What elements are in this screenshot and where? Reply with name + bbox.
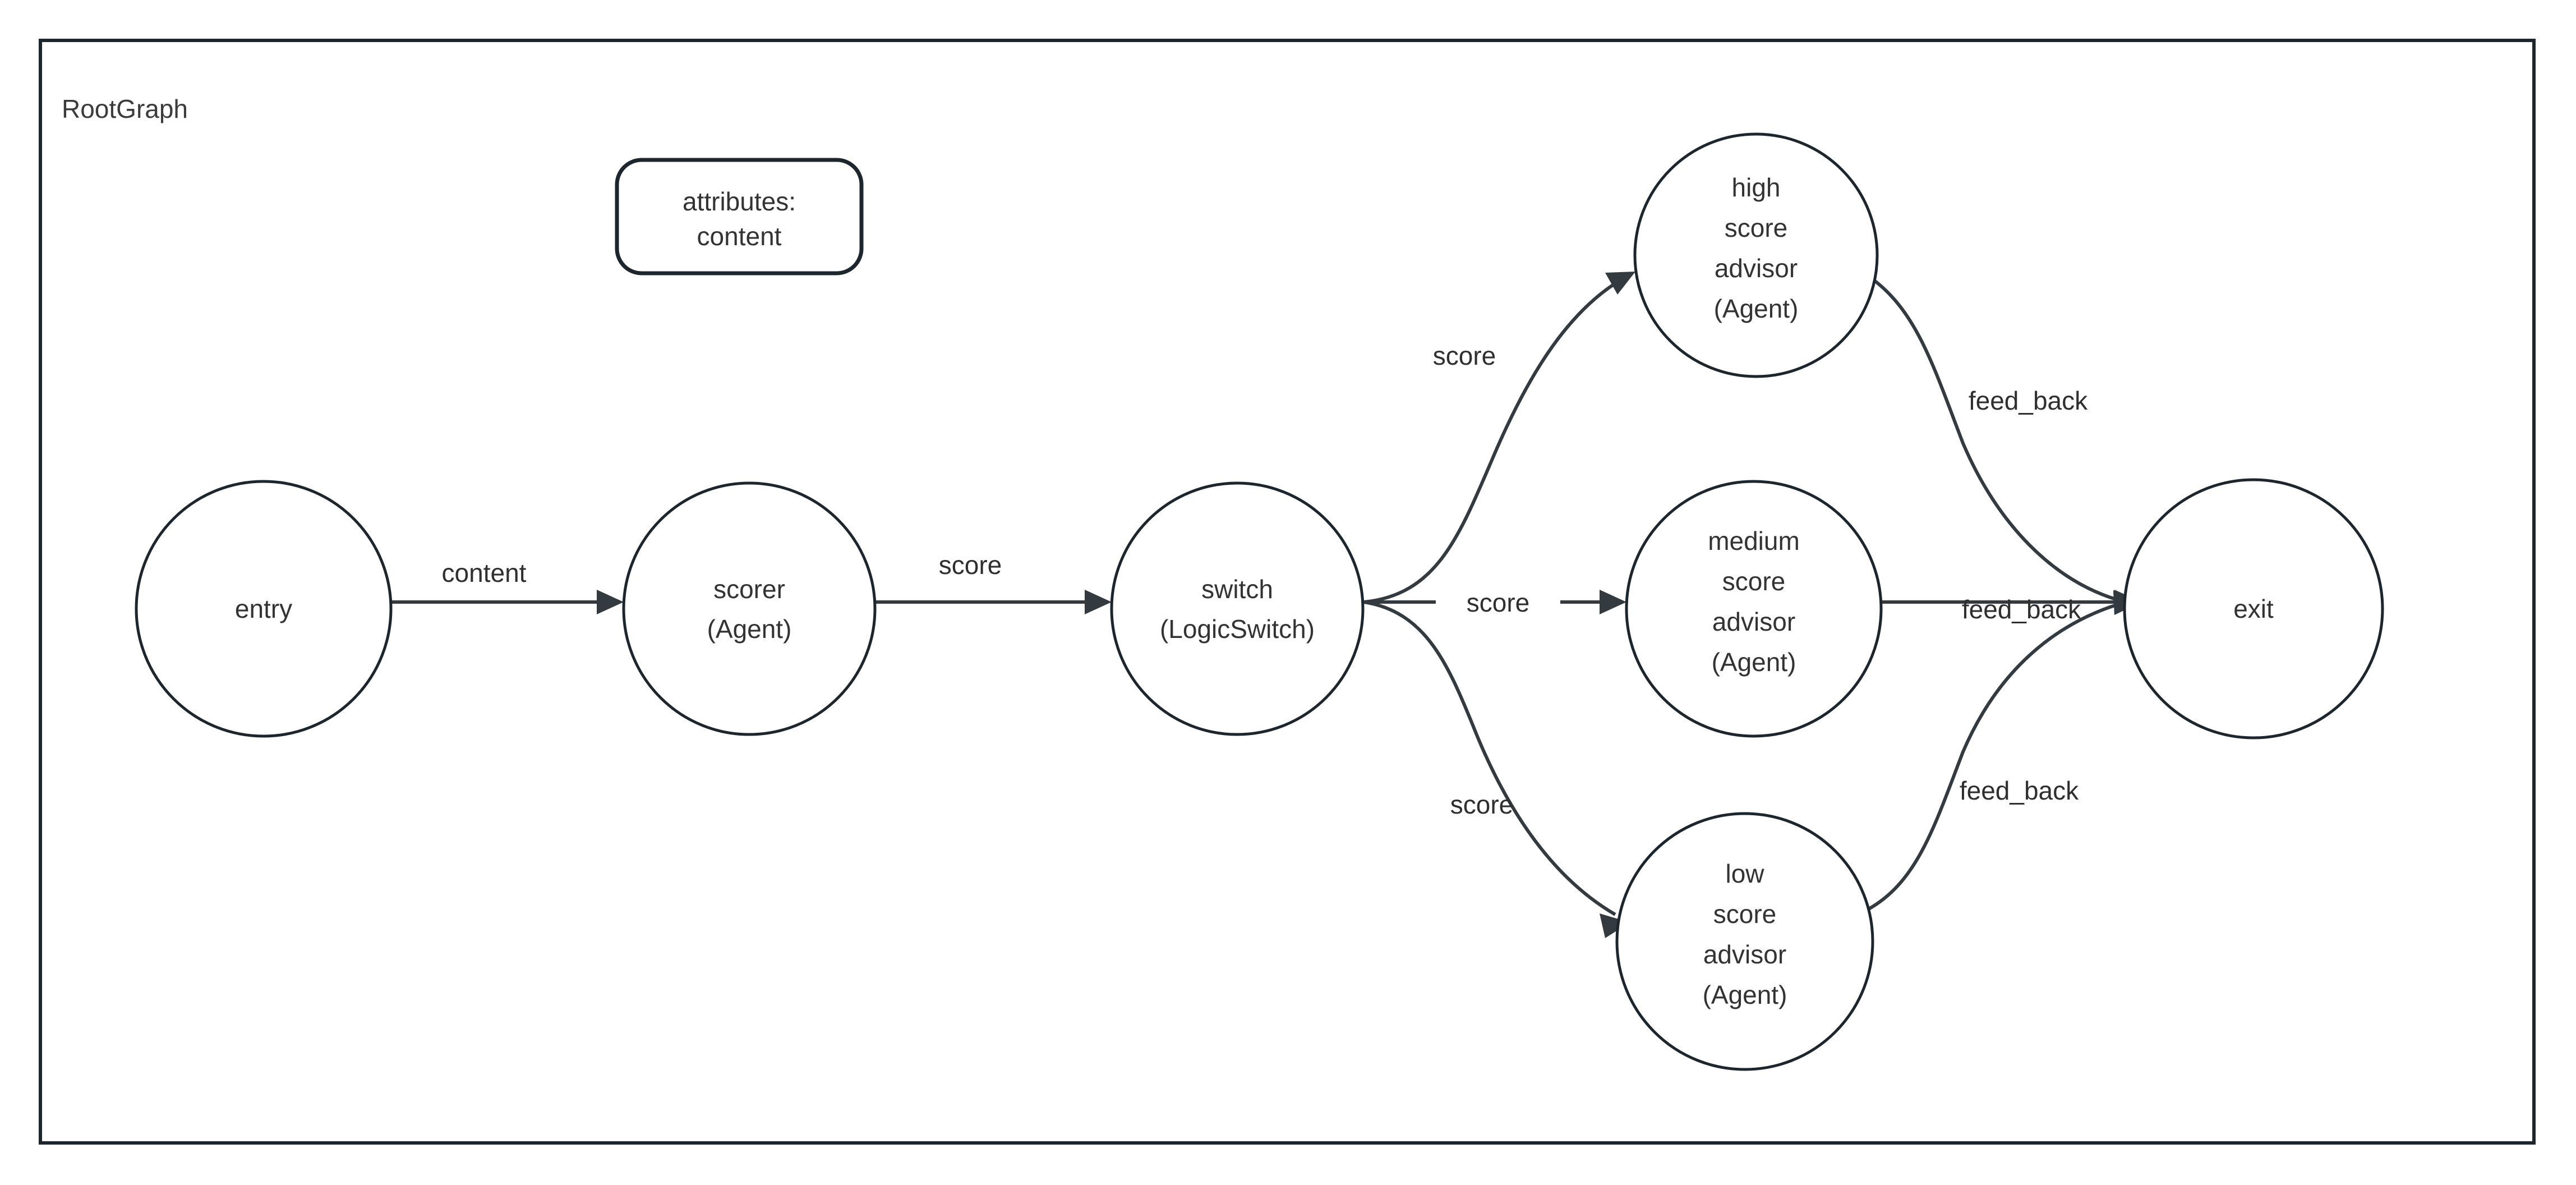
node-switch-circle[interactable]: [1110, 481, 1365, 736]
edge-label-score-scorer-switch: score: [939, 550, 1002, 580]
attributes-box-line2: content: [697, 222, 782, 251]
node-low-score-advisor-label-line2: score: [1713, 899, 1776, 929]
edge-label-feedback-low: feed_back: [1960, 776, 2079, 805]
edge-scorer-to-switch[interactable]: score: [875, 550, 1112, 614]
edge-switch-to-medium[interactable]: score: [1364, 588, 1626, 617]
node-medium-score-advisor-label-line3: advisor: [1712, 607, 1795, 636]
node-low-score-advisor[interactable]: low score advisor (Agent): [1615, 812, 1874, 1071]
edge-scorer-to-switch-arrowhead: [1085, 590, 1112, 614]
cluster-rootgraph-label: RootGraph: [62, 94, 188, 123]
node-exit[interactable]: exit: [2123, 478, 2384, 740]
edge-label-score-low: score: [1450, 790, 1513, 819]
node-entry-label-line1: entry: [235, 594, 292, 623]
edge-switch-to-high[interactable]: score: [1363, 272, 1635, 604]
cluster-rootgraph-border: [39, 39, 2536, 1145]
node-medium-score-advisor-label-line4: (Agent): [1712, 647, 1796, 677]
attributes-box[interactable]: [615, 158, 864, 275]
node-medium-score-advisor[interactable]: medium score advisor (Agent): [1625, 480, 1883, 738]
node-switch[interactable]: switch (LogicSwitch): [1110, 481, 1365, 736]
node-entry[interactable]: entry: [135, 480, 393, 738]
edge-label-score-high: score: [1433, 341, 1496, 370]
edge-high-to-exit-line: [1873, 279, 2126, 604]
node-high-score-advisor-label-line4: (Agent): [1714, 294, 1799, 323]
node-scorer-label-line1: scorer: [713, 575, 785, 604]
node-scorer[interactable]: scorer (Agent): [622, 481, 877, 736]
edge-switch-to-low-arrowhead: [1600, 913, 1630, 938]
edge-switch-to-low[interactable]: score: [1363, 600, 1630, 938]
attributes-box-line1: attributes:: [683, 187, 796, 216]
node-low-score-advisor-label-line3: advisor: [1703, 940, 1786, 969]
edge-low-to-exit[interactable]: feed_back: [1868, 590, 2141, 911]
node-switch-label-line2: (LogicSwitch): [1160, 614, 1315, 644]
edge-entry-to-scorer-arrowhead: [597, 590, 624, 614]
edge-switch-to-low-line: [1363, 600, 1616, 916]
edge-label-content: content: [442, 558, 527, 587]
node-high-score-advisor-label-line1: high: [1732, 173, 1781, 202]
edge-switch-to-medium-arrowhead: [1600, 590, 1626, 614]
edge-switch-to-high-arrowhead: [1605, 272, 1635, 295]
node-scorer-circle[interactable]: [622, 481, 877, 736]
node-medium-score-advisor-circle[interactable]: [1625, 480, 1883, 738]
node-high-score-advisor[interactable]: high score advisor (Agent): [1633, 132, 1879, 378]
node-medium-score-advisor-label-line1: medium: [1708, 526, 1800, 555]
node-entry-circle[interactable]: [135, 480, 393, 738]
node-medium-score-advisor-label-line2: score: [1722, 567, 1785, 596]
edge-low-to-exit-line: [1868, 600, 2126, 911]
node-low-score-advisor-circle[interactable]: [1615, 812, 1874, 1071]
edge-label-score-medium: score: [1467, 588, 1529, 617]
edge-label-feedback-high: feed_back: [1969, 386, 2088, 415]
edge-switch-to-high-line: [1363, 279, 1621, 604]
node-high-score-advisor-label-line2: score: [1725, 213, 1787, 242]
node-switch-label-line1: switch: [1201, 575, 1273, 604]
node-high-score-advisor-label-line3: advisor: [1715, 254, 1798, 283]
node-exit-circle[interactable]: [2123, 478, 2384, 740]
node-high-score-advisor-circle[interactable]: [1633, 132, 1879, 378]
node-exit-label-line1: exit: [2233, 594, 2274, 623]
edge-label-feedback-medium: feed_back: [1962, 595, 2081, 624]
edge-high-to-exit[interactable]: feed_back: [1873, 279, 2141, 615]
node-scorer-label-line2: (Agent): [707, 614, 792, 644]
node-low-score-advisor-label-line1: low: [1725, 859, 1764, 888]
edge-entry-to-scorer[interactable]: content: [391, 558, 624, 614]
node-low-score-advisor-label-line4: (Agent): [1703, 980, 1787, 1009]
